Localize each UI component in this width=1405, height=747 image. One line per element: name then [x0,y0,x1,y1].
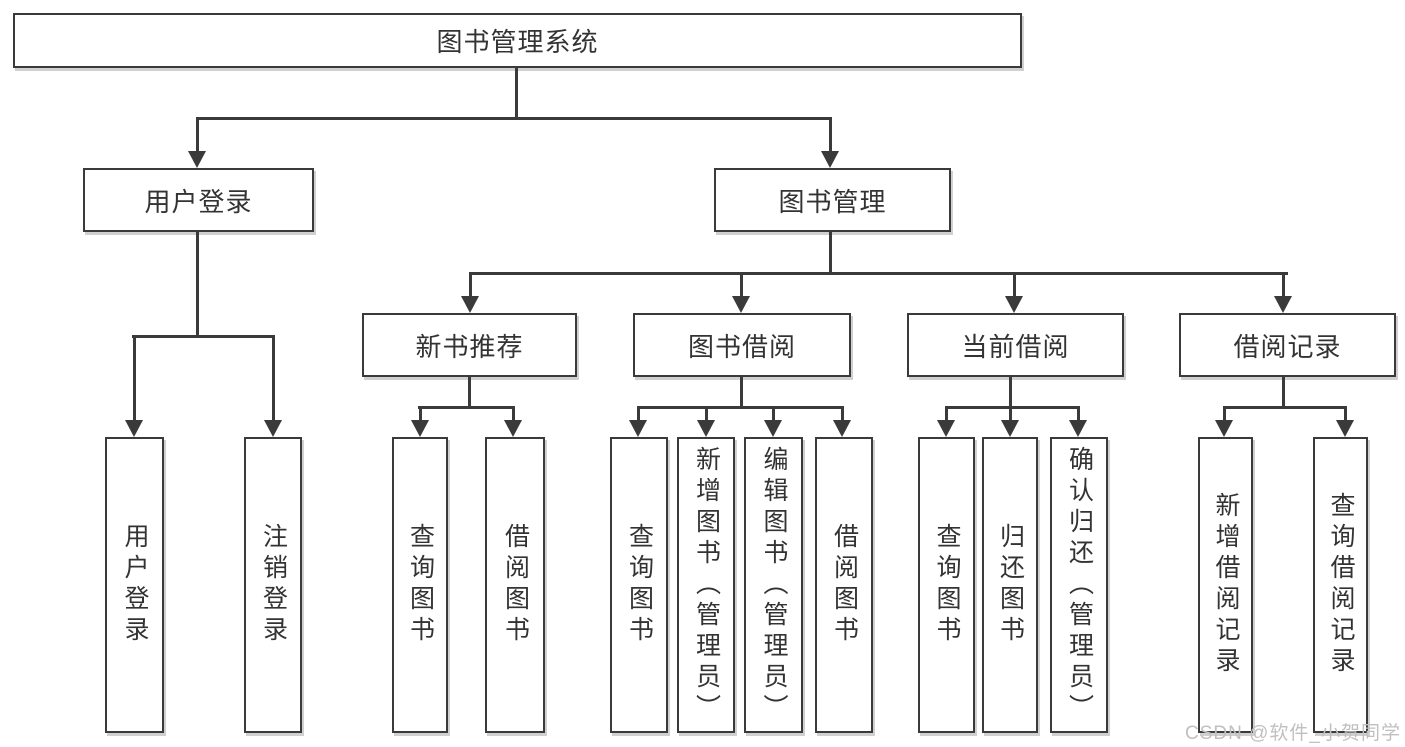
leaf-add-book-admin: 新增图书（管理员） [677,437,735,733]
arrow-down-icon [1336,420,1354,437]
connector-leaf [419,406,422,423]
node-label: 图书借阅 [687,331,796,362]
arrow-down-icon [461,296,479,313]
arrow-down-icon [504,420,522,437]
connector-leaf [1344,406,1347,423]
leaf-confirm-return-admin: 确认归还（管理员） [1050,437,1108,733]
leaf-edit-book-admin: 编辑图书（管理员） [744,437,803,733]
connector-to-new-book [469,272,472,300]
arrow-down-icon [697,420,715,437]
connector-user-login-stem [196,232,199,337]
node-label: 借阅记录 [1233,331,1342,362]
arrow-down-icon [1215,420,1233,437]
connector-leaf [1223,406,1226,423]
connector-book-borrow-rail [637,406,844,409]
arrow-down-icon [1005,296,1023,313]
node-label: 当前借阅 [961,331,1070,362]
connector-to-current-borrow [1013,272,1016,300]
arrow-down-icon [833,420,851,437]
arrow-down-icon [264,420,282,437]
arrow-down-icon [1069,420,1087,437]
node-label: 查询图书 [933,523,961,647]
arrow-down-icon [1274,296,1292,313]
node-label: 新增图书（管理员） [692,445,721,725]
connector-to-book-management [829,117,832,155]
node-label: 确认归还（管理员） [1065,445,1094,725]
leaf-user-login: 用户登录 [105,437,164,733]
leaf-query-borrow-record: 查询借阅记录 [1313,437,1368,733]
connector-leaf [512,406,515,423]
leaf-add-borrow-record: 新增借阅记录 [1198,437,1253,733]
leaf-return-book: 归还图书 [982,437,1038,733]
connector-leaf [1009,406,1012,423]
connector-leaf [705,406,708,423]
connector-leaf [637,406,640,423]
connector-to-leaf-logout [272,335,275,422]
leaf-query-books-borrow: 查询图书 [610,437,668,733]
connector-root-stem [515,68,518,119]
connector-book-borrow-stem [740,377,743,408]
node-label: 图书管理系统 [436,27,599,57]
node-root-library-management-system: 图书管理系统 [13,13,1022,68]
node-label: 查询图书 [625,523,654,647]
connector-level2-rail [196,117,832,120]
arrow-down-icon [732,296,750,313]
connector-new-book-rail [418,406,515,409]
leaf-query-books-current: 查询图书 [918,437,975,733]
connector-leaf [772,406,775,423]
arrow-down-icon [821,151,839,168]
connector-level3-rail [469,272,1288,275]
arrow-down-icon [125,420,143,437]
csdn-watermark: CSDN @软件_小贺同学 [1185,723,1401,744]
arrow-down-icon [937,420,955,437]
connector-leaf [841,406,844,423]
connector-leaf [945,406,948,423]
leaf-borrow-books: 借阅图书 [815,437,873,733]
connector-to-user-login [196,117,199,155]
node-label: 注销登录 [259,523,288,647]
node-user-login: 用户登录 [83,168,314,232]
node-label: 新书推荐 [415,331,524,362]
arrow-down-icon [764,420,782,437]
node-label: 编辑图书（管理员） [760,445,788,725]
node-new-book-recommend: 新书推荐 [362,313,577,377]
arrow-down-icon [188,151,206,168]
node-book-borrow: 图书借阅 [633,313,851,377]
connector-user-login-rail [132,335,275,338]
node-label: 用户登录 [144,186,253,217]
connector-current-borrow-stem [1009,377,1012,408]
connector-borrow-records-stem [1282,377,1285,408]
arrow-down-icon [629,420,647,437]
node-label: 查询借阅记录 [1327,492,1355,678]
connector-to-book-borrow [740,272,743,300]
connector-borrow-records-rail [1223,406,1346,409]
connector-new-book-stem [468,377,471,408]
leaf-logout: 注销登录 [244,437,302,733]
node-label: 借阅图书 [830,523,859,647]
connector-to-leaf-login [133,335,136,422]
connector-to-borrow-records [1282,272,1285,300]
node-label: 归还图书 [996,523,1025,647]
arrow-down-icon [1001,420,1019,437]
arrow-down-icon [411,420,429,437]
node-book-management: 图书管理 [714,168,951,232]
node-borrow-records: 借阅记录 [1179,313,1396,377]
node-label: 借阅图书 [501,523,530,647]
leaf-query-books-recommend: 查询图书 [392,437,448,733]
node-label: 图书管理 [778,186,887,217]
node-current-borrow: 当前借阅 [907,313,1124,377]
connector-leaf [1077,406,1080,423]
node-label: 新增借阅记录 [1212,492,1240,678]
leaf-borrow-books-recommend: 借阅图书 [485,437,545,733]
node-label: 查询图书 [406,523,435,647]
node-label: 用户登录 [121,523,149,647]
connector-current-borrow-rail [945,406,1080,409]
connector-book-management-stem [829,232,832,274]
